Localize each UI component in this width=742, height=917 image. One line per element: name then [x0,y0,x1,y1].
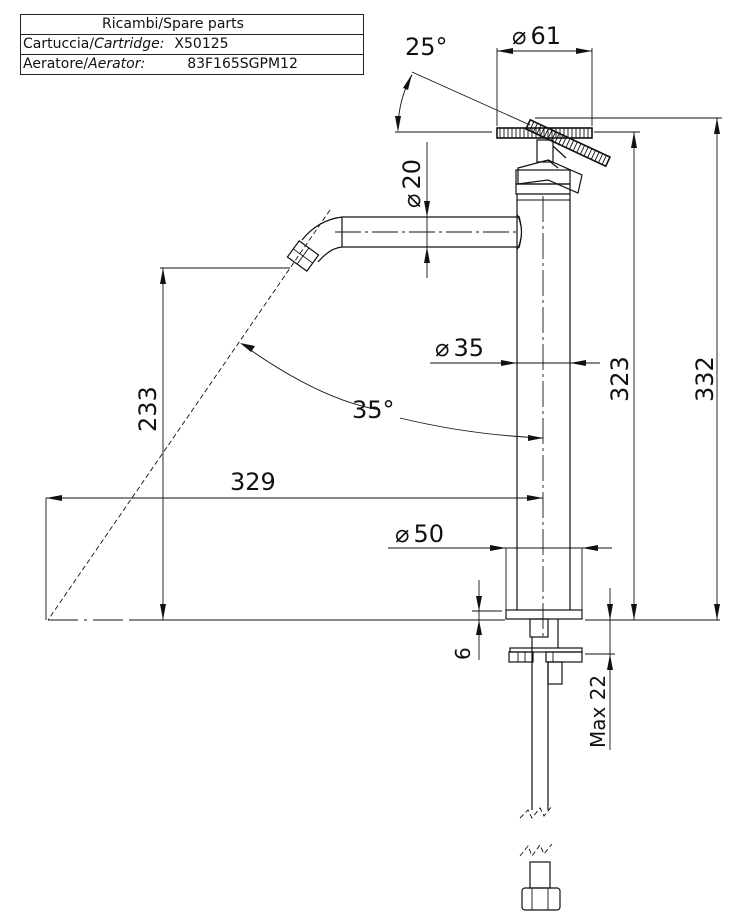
spout-angle-value: 35° [352,396,395,424]
knurl-tilted [524,118,612,168]
handle-diameter-value: 61 [530,22,561,50]
dim-spout-diameter: ⌀20 [398,142,430,278]
aerator-label-it: Aeratore/ [23,56,89,72]
body-height-value: 323 [606,356,634,402]
dim-spout-height: 233 [134,267,290,620]
spare-parts-table: Ricambi/Spare parts Cartuccia/Cartridge:… [20,14,364,75]
aerator-code: 83F165SGPM12 [187,56,298,72]
dim-spout-reach: 329 [45,468,543,620]
dim-base-diameter: ⌀50 [388,520,612,551]
base-diameter-value: 50 [413,520,444,548]
total-height-value: 332 [691,356,719,402]
body-diameter-value: 35 [453,334,484,362]
svg-text:⌀20: ⌀20 [398,159,426,208]
spare-part-row-aerator: Aeratore/Aerator: 83F165SGPM12 [20,54,364,75]
handle-assembly [496,118,612,195]
dim-handle-angle: 25° [395,33,531,133]
cartridge-label-it: Cartuccia/ [23,36,95,52]
spout-height-value: 233 [134,386,162,432]
svg-text:⌀61: ⌀61 [512,22,561,50]
aerator-label-en: Aerator: [88,56,146,72]
max-deck-value: Max 22 [586,675,610,748]
svg-text:⌀35: ⌀35 [435,334,484,362]
dim-max-deck-thickness: Max 22 [585,588,615,750]
spout-diameter-value: 20 [398,159,426,190]
handle-angle-value: 25° [405,33,448,61]
dim-handle-diameter: ⌀61 [496,22,593,126]
diameter-symbol: ⌀ [512,22,526,50]
dim-body-diameter: ⌀35 [430,334,600,366]
dim-base-thickness: 6 [451,580,502,660]
base-thickness-value: 6 [451,647,475,660]
svg-text:⌀50: ⌀50 [395,520,444,548]
spout [47,209,523,621]
dim-spout-angle: 35° [240,343,544,441]
dim-body-height: 323 [594,131,640,620]
dim-total-height: 332 [535,117,722,620]
aerator [286,240,320,272]
cartridge-label-en: Cartridge: [94,36,165,52]
cartridge-code: X50125 [174,36,229,52]
spout-reach-value: 329 [230,468,276,496]
faucet-body [505,194,583,640]
mounting-hardware [508,618,583,911]
